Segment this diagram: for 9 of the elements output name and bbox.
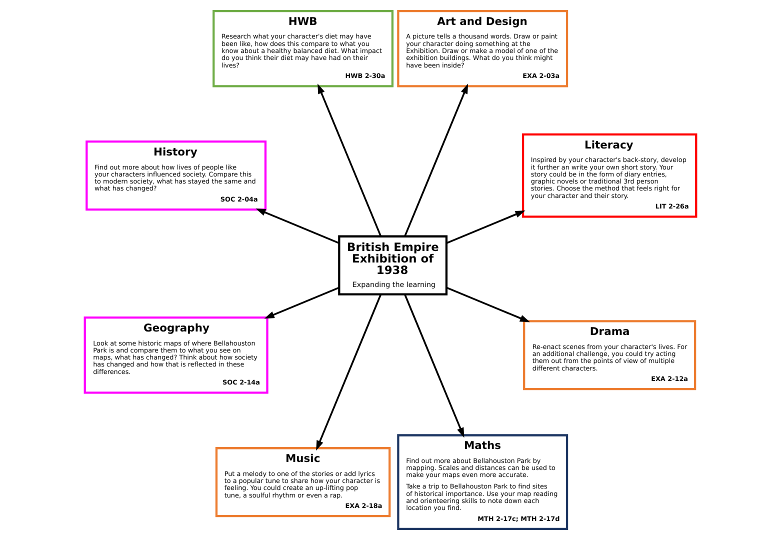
arrow: [316, 294, 382, 451]
arrow: [446, 286, 530, 322]
arrow: [404, 294, 464, 438]
arrow: [264, 286, 339, 319]
arrow: [446, 210, 525, 244]
arrow: [255, 208, 339, 244]
node-box: British Empire Exhibition of 1938 Expanding the learning: [338, 235, 448, 296]
arrow: [404, 84, 468, 237]
arrow: [317, 84, 382, 237]
